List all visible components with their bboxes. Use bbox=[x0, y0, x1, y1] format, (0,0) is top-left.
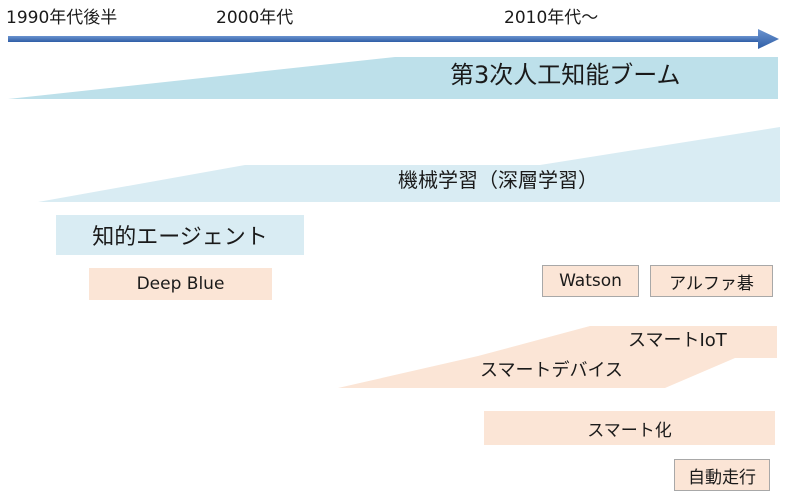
era-label-2010s: 2010年代～ bbox=[504, 8, 599, 28]
smart-iot-label: スマートIoT bbox=[628, 330, 727, 351]
autonomous-driving-box: 自動走行 bbox=[674, 459, 770, 491]
ml-wedge bbox=[38, 127, 780, 202]
watson-box: Watson bbox=[542, 265, 639, 297]
boom3-label: 第3次人工知能ブーム bbox=[450, 61, 681, 89]
smart-device-label: スマートデバイス bbox=[480, 360, 623, 381]
smart-device-band bbox=[338, 326, 777, 388]
era-label-2000s: 2000年代 bbox=[216, 8, 294, 28]
ml-label: 機械学習（深層学習） bbox=[398, 168, 598, 192]
deep-blue-box: Deep Blue bbox=[89, 268, 272, 300]
timeline-arrow bbox=[8, 29, 779, 49]
alphago-box: アルファ碁 bbox=[650, 265, 773, 297]
era-label-1990s: 1990年代後半 bbox=[6, 8, 118, 28]
boom3-wedge bbox=[8, 57, 778, 99]
smartification-box: スマート化 bbox=[484, 411, 775, 445]
intelligent-agent-box: 知的エージェント bbox=[56, 215, 304, 255]
